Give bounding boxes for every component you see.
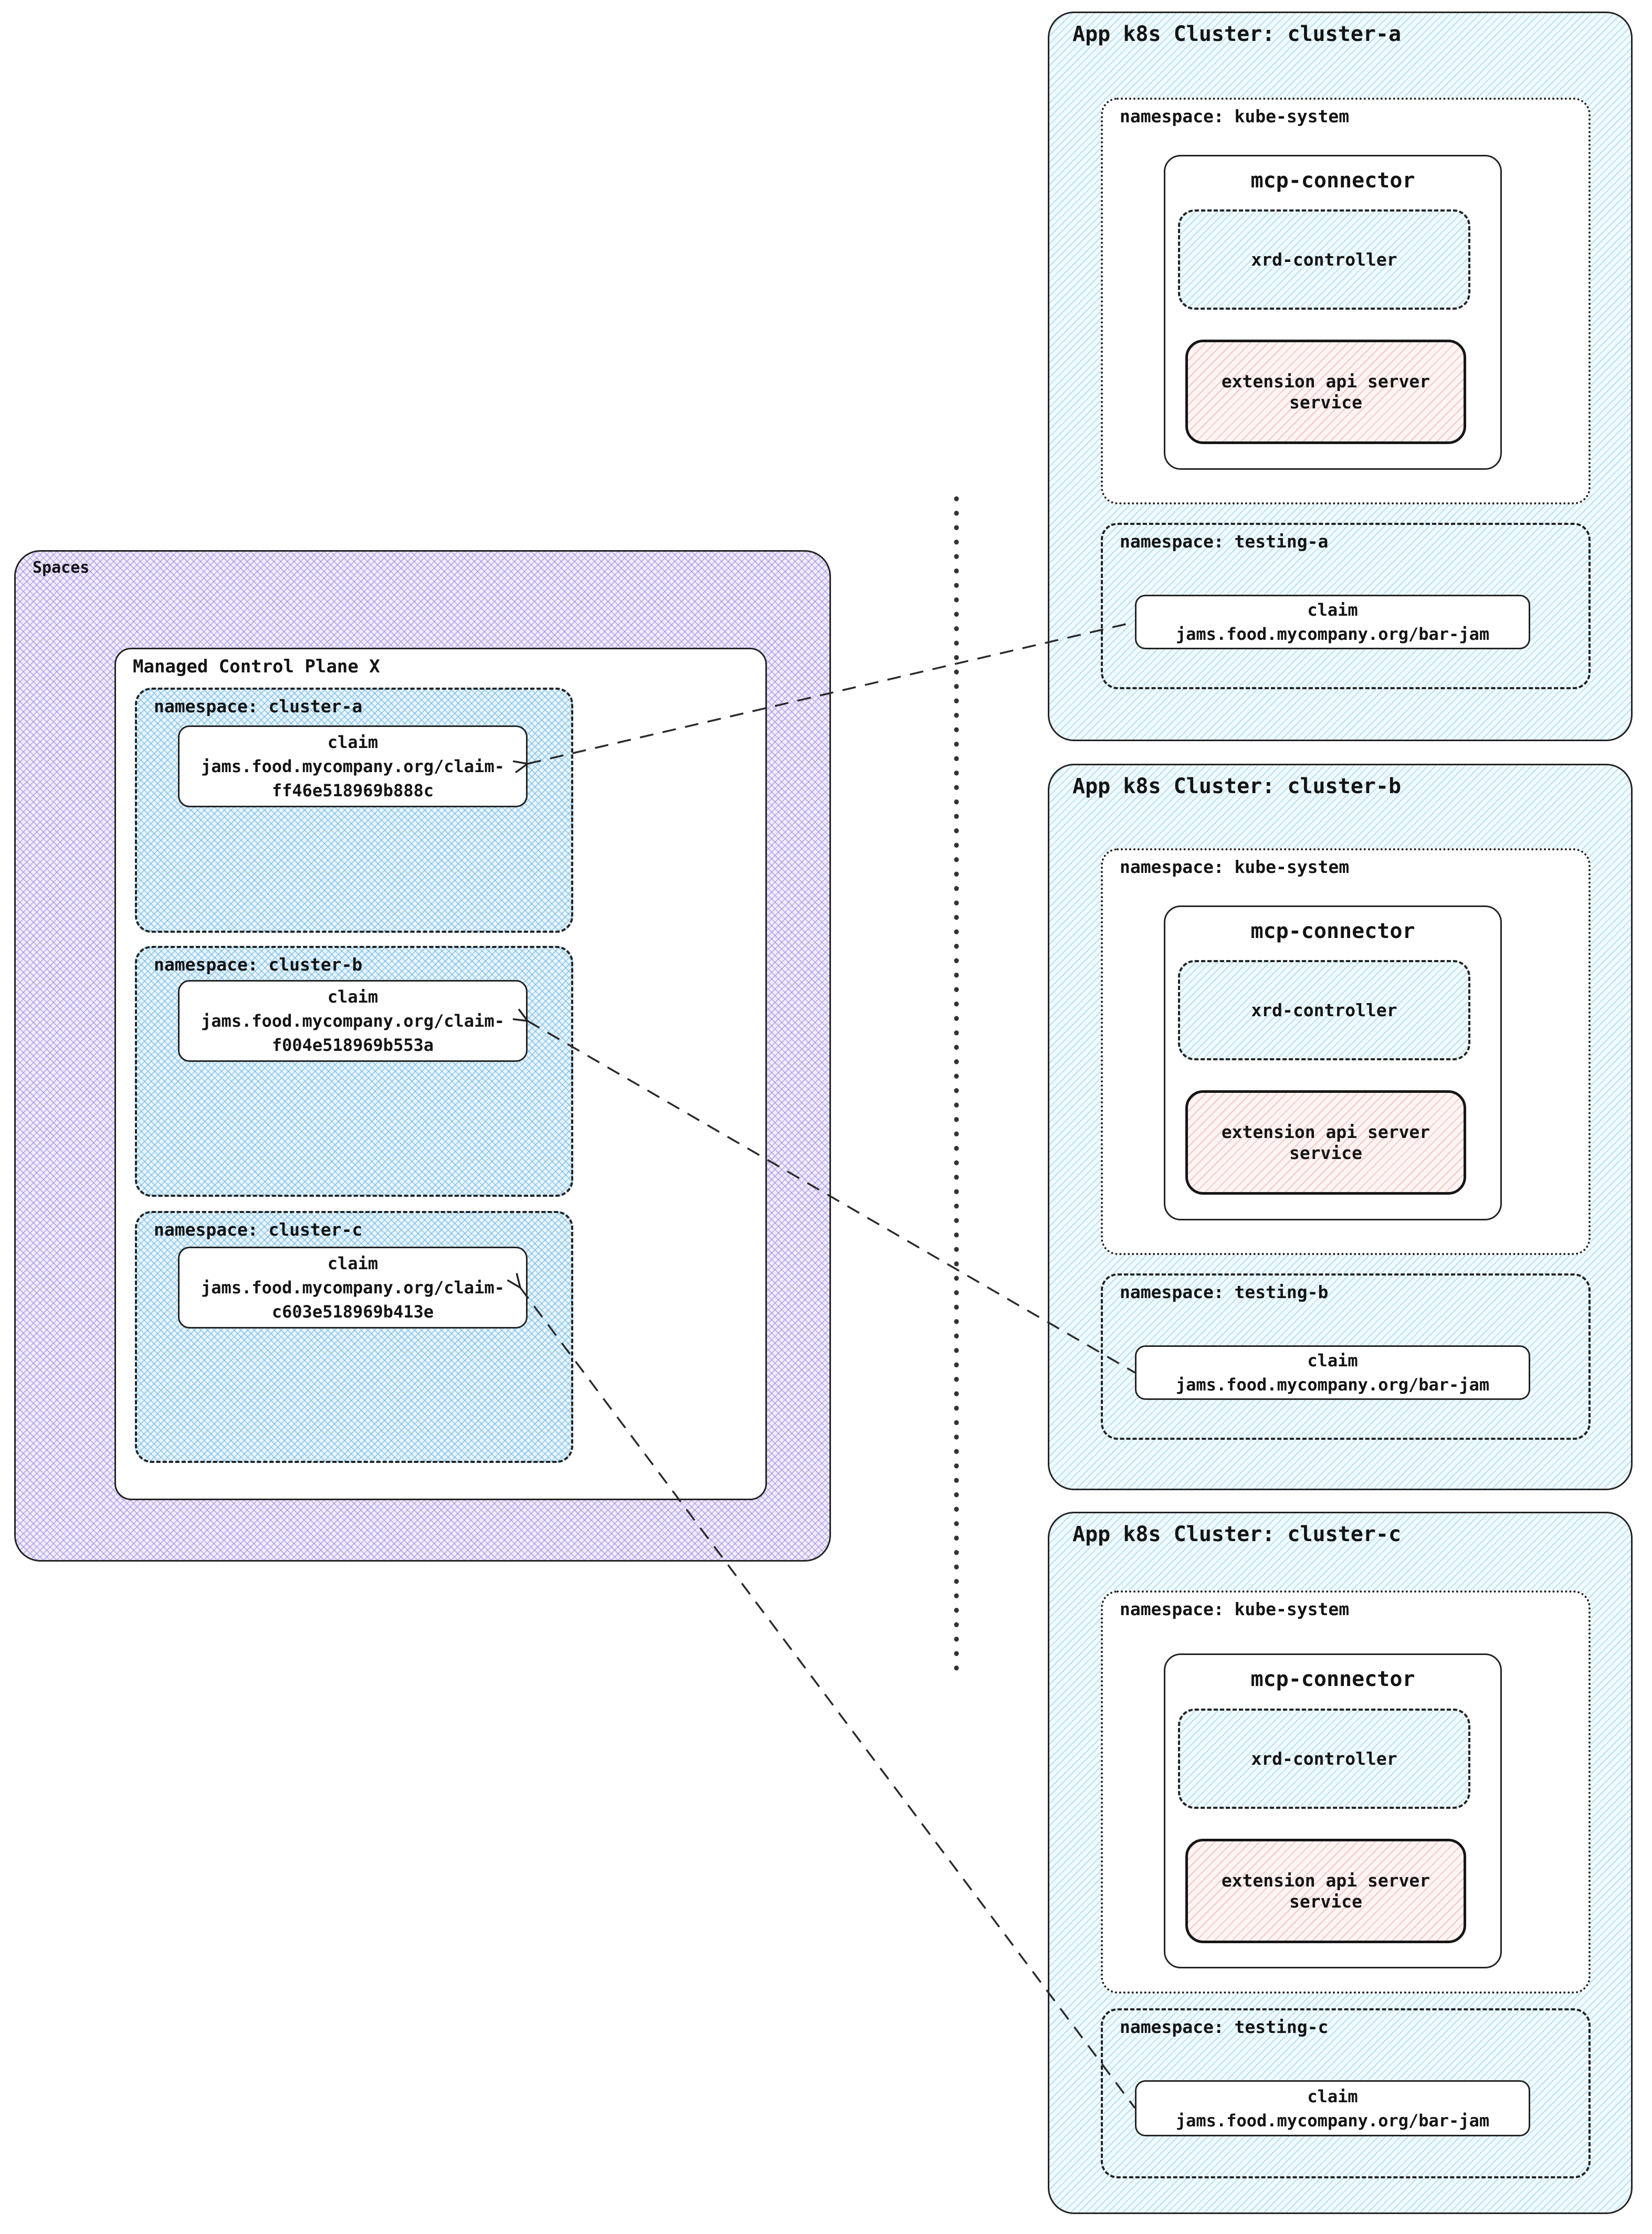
extension-api-label-line1: extension api server: [1221, 1121, 1430, 1142]
extension-api-label-line2: service: [1289, 392, 1363, 413]
namespace-cluster-a-label: namespace: cluster-a: [154, 696, 363, 716]
claim-cluster-a-box: claim jams.food.mycompany.org/claim- ff4…: [178, 725, 528, 807]
cluster-b-mcp-connector-title: mcp-connector: [1250, 919, 1415, 943]
cluster-a-extension-api-server-box: extension api server service: [1185, 340, 1466, 444]
app-cluster-b-title: App k8s Cluster: cluster-b: [1072, 774, 1402, 798]
claim-title: claim: [327, 987, 378, 1007]
claim-name: jams.food.mycompany.org/bar-jam: [1175, 2110, 1490, 2131]
claim-name: jams.food.mycompany.org/bar-jam: [1175, 624, 1490, 644]
cluster-c-kube-system-label: namespace: kube-system: [1120, 1599, 1350, 1619]
cluster-b-kube-system-label: namespace: kube-system: [1120, 857, 1350, 877]
claim-title: claim: [1307, 1351, 1358, 1371]
cluster-c-mcp-connector-title: mcp-connector: [1250, 1667, 1415, 1691]
spaces-label: Spaces: [33, 558, 90, 577]
namespace-cluster-b-label: namespace: cluster-b: [154, 954, 363, 975]
claim-cluster-b-box: claim jams.food.mycompany.org/claim- f00…: [178, 980, 528, 1062]
namespace-cluster-a-box: namespace: cluster-a: [135, 688, 573, 933]
extension-api-label-line2: service: [1289, 1142, 1363, 1163]
cluster-b-extension-api-server-box: extension api server service: [1185, 1090, 1466, 1195]
cluster-c-testing-claim-box: claim jams.food.mycompany.org/bar-jam: [1135, 2080, 1530, 2136]
cluster-c-xrd-controller-box: xrd-controller: [1178, 1709, 1470, 1809]
app-cluster-a-title: App k8s Cluster: cluster-a: [1072, 22, 1402, 46]
cluster-b-xrd-controller-box: xrd-controller: [1178, 960, 1470, 1060]
claim-title: claim: [1307, 2086, 1358, 2106]
claim-title: claim: [1307, 600, 1358, 620]
claim-name-line2: c603e518969b413e: [271, 1302, 434, 1322]
xrd-controller-label: xrd-controller: [1251, 999, 1397, 1020]
xrd-controller-label: xrd-controller: [1251, 1748, 1397, 1769]
extension-api-label-line1: extension api server: [1221, 371, 1430, 392]
claim-name-line1: jams.food.mycompany.org/claim-: [201, 756, 504, 776]
cluster-a-kube-system-label: namespace: kube-system: [1120, 106, 1350, 127]
claim-name: jams.food.mycompany.org/bar-jam: [1175, 1375, 1490, 1395]
claim-name-line1: jams.food.mycompany.org/claim-: [201, 1278, 504, 1298]
cluster-a-mcp-connector-title: mcp-connector: [1250, 168, 1415, 193]
namespace-cluster-c-label: namespace: cluster-c: [154, 1219, 363, 1240]
claim-title: claim: [327, 732, 378, 752]
cluster-a-testing-claim-box: claim jams.food.mycompany.org/bar-jam: [1135, 595, 1530, 649]
claim-title: claim: [327, 1253, 378, 1273]
cluster-c-testing-label: namespace: testing-c: [1120, 2017, 1329, 2037]
claim-name-line1: jams.food.mycompany.org/claim-: [201, 1011, 504, 1031]
extension-api-label-line2: service: [1289, 1891, 1363, 1912]
managed-control-plane-label: Managed Control Plane X: [133, 656, 380, 677]
xrd-controller-label: xrd-controller: [1251, 249, 1397, 270]
extension-api-label-line1: extension api server: [1221, 1870, 1430, 1891]
cluster-b-testing-label: namespace: testing-b: [1120, 1282, 1329, 1302]
claim-name-line2: ff46e518969b888c: [271, 781, 434, 800]
cluster-a-testing-label: namespace: testing-a: [1120, 531, 1329, 552]
cluster-a-xrd-controller-box: xrd-controller: [1178, 209, 1470, 310]
cluster-b-testing-claim-box: claim jams.food.mycompany.org/bar-jam: [1135, 1345, 1530, 1400]
app-cluster-c-title: App k8s Cluster: cluster-c: [1072, 1522, 1402, 1546]
claim-cluster-c-box: claim jams.food.mycompany.org/claim- c60…: [178, 1247, 528, 1329]
cluster-c-extension-api-server-box: extension api server service: [1185, 1839, 1466, 1943]
claim-name-line2: f004e518969b553a: [271, 1035, 434, 1055]
